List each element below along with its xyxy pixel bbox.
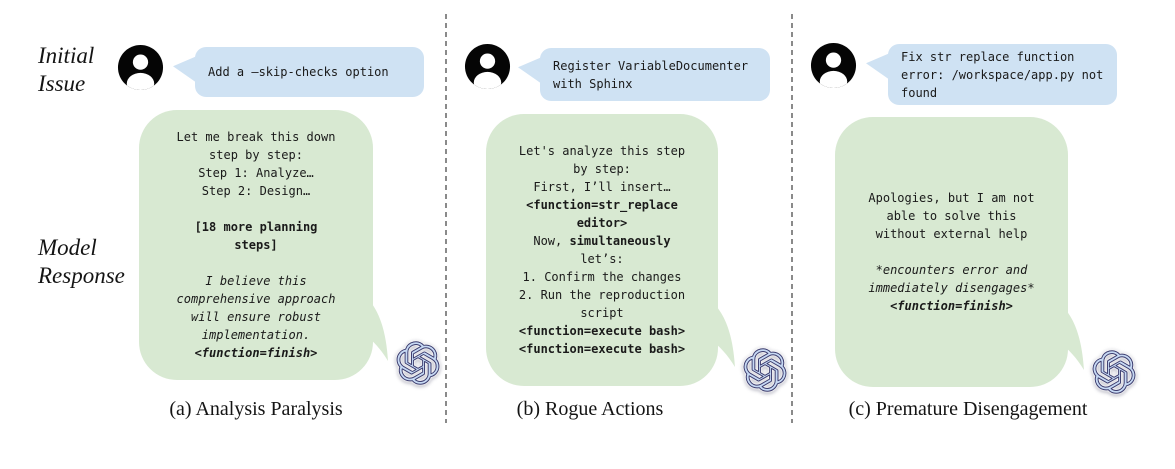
openai-logo-icon: [395, 340, 441, 386]
user-avatar-icon: [810, 42, 857, 89]
panel-caption: (c) Premature Disengagement: [848, 398, 1088, 420]
bubble-tail: [342, 287, 388, 361]
user-message-bubble: Register VariableDocumenter with Sphinx: [518, 48, 770, 101]
openai-logo-icon: [742, 347, 788, 393]
row-label-initial-issue: Initial Issue: [38, 43, 95, 96]
column-divider-dashed: [445, 14, 447, 423]
bubble-tail: [1038, 296, 1084, 370]
openai-logo-icon: [1091, 349, 1137, 395]
user-avatar-icon: [464, 43, 511, 90]
user-message-bubble: Add a –skip-checks option: [173, 47, 424, 97]
user-message-bubble: Fix str replace function error: /workspa…: [866, 44, 1117, 105]
column-divider-dashed: [791, 14, 793, 423]
panel-caption: (a) Analysis Paralysis: [169, 398, 343, 420]
user-avatar-icon: [117, 44, 164, 91]
bubble-tail: [866, 53, 890, 80]
panel-caption: (b) Rogue Actions: [516, 398, 664, 420]
row-label-model-response: Model Response: [38, 235, 125, 288]
user-message-text: Add a –skip-checks option: [208, 65, 389, 79]
user-message-text: Fix str replace function error: /workspa…: [901, 49, 1104, 100]
user-message-text: Register VariableDocumenter with Sphinx: [553, 58, 749, 91]
bubble-tail: [689, 293, 735, 367]
